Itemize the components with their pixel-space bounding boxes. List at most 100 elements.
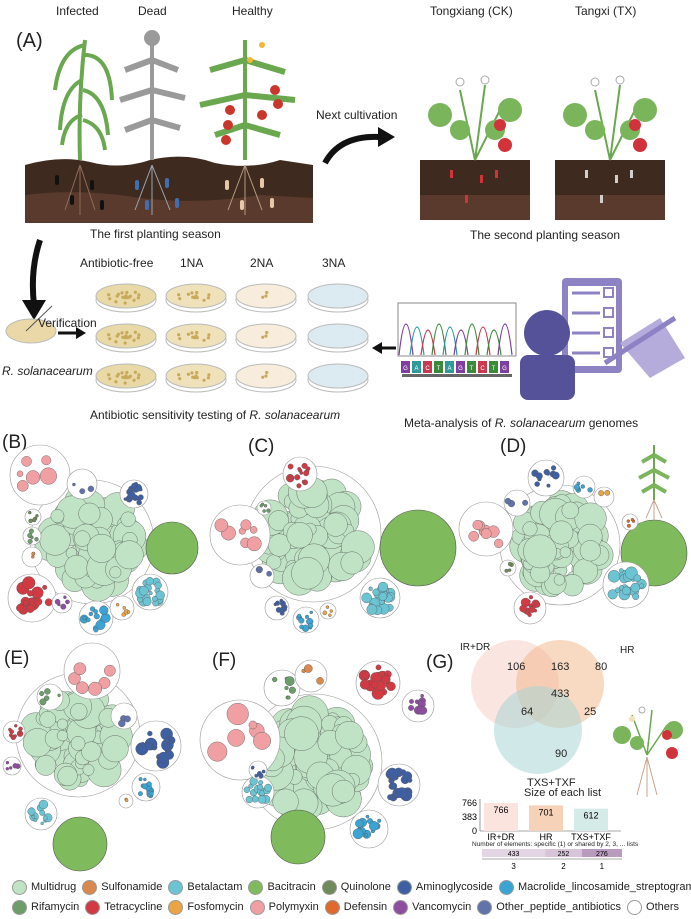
bubble-cluster [51, 592, 73, 614]
plant-label-tongxiang: Tongxiang (CK) [430, 4, 513, 18]
sensitivity-caption-italic: R. solanacearum [249, 408, 341, 422]
bubble [494, 538, 504, 548]
venn-region-ir-txs: 64 [521, 706, 534, 718]
bubble [27, 538, 33, 544]
bubble [535, 472, 543, 480]
bubble [257, 795, 267, 804]
bubble [257, 566, 262, 571]
bubble [363, 833, 369, 838]
bubble [472, 519, 483, 531]
bubble [14, 724, 18, 728]
bubble [74, 530, 91, 547]
bubble [52, 816, 108, 872]
cluster-boundary [24, 508, 42, 526]
shared-bar-segment [482, 849, 546, 857]
bubble [44, 688, 51, 695]
svg-text:G: G [403, 366, 408, 372]
legend-label: Betalactam [187, 881, 243, 893]
sequence-base: C [423, 361, 432, 373]
strain-label: R. solanacearum [2, 364, 93, 378]
bubble [22, 600, 29, 607]
bubble-cluster [9, 444, 71, 506]
antibiotic-plates-grid [95, 283, 369, 393]
bubble [240, 519, 252, 531]
bubble [17, 731, 21, 735]
bubble [546, 483, 551, 488]
bubble [138, 585, 149, 596]
bubble [381, 674, 391, 684]
bubble [409, 699, 414, 704]
bubble [418, 706, 428, 715]
legend-swatch-icon [12, 899, 27, 915]
bubble [146, 793, 151, 798]
bubble [263, 504, 268, 508]
bubble [378, 592, 388, 601]
cluster-boundary [2, 720, 26, 744]
sensitivity-caption-prefix: Antibiotic sensitivity testing of [90, 408, 250, 422]
legend-item: Polymyxin [249, 899, 319, 915]
petri-dish-icon [235, 283, 297, 313]
bubble [368, 821, 379, 831]
shared-bar-value: 276 [596, 851, 608, 858]
bubble [587, 487, 593, 493]
bubble-cluster [209, 504, 271, 566]
right-arrow-icon [58, 327, 86, 339]
bubble [243, 786, 251, 793]
svg-text:C: C [480, 366, 485, 372]
tomato-plant-icon [638, 445, 670, 520]
x-tick-label: IR+DR [487, 832, 515, 842]
bubble-cluster [22, 526, 42, 546]
bubble-cluster [241, 775, 275, 809]
bubble [316, 677, 324, 685]
bubble [93, 627, 99, 633]
bubble-cluster [131, 573, 169, 611]
sequence-base: C [478, 361, 487, 373]
bubble [227, 729, 245, 747]
left-arrow-icon [372, 342, 396, 354]
bubble-cluster [2, 756, 22, 776]
bubble [480, 528, 492, 540]
bubble [355, 819, 364, 828]
bubble [8, 766, 13, 770]
legend-item: Aminoglycoside [396, 879, 493, 895]
bubble-cluster [458, 501, 514, 557]
sequence-base: A [445, 361, 454, 373]
bubble [39, 467, 57, 485]
bubble [57, 765, 78, 787]
bubble-cluster [130, 720, 182, 772]
legend-swatch-icon [477, 899, 493, 915]
bubble [12, 763, 18, 769]
legend-item: Bacitracin [248, 879, 316, 895]
bubble [246, 536, 262, 552]
bubble [17, 480, 29, 492]
bar-value-label: 766 [493, 805, 508, 815]
petri-dish-icon [165, 323, 227, 353]
bubble [377, 581, 389, 593]
legend-label: Rifamycin [31, 901, 80, 913]
legend-swatch-icon [324, 899, 340, 915]
petri-dish-icon [307, 363, 369, 393]
sequence-base: A [412, 361, 421, 373]
bubble [386, 767, 398, 780]
legend-swatch-icon [12, 879, 27, 895]
legend-label: Quinolone [340, 881, 391, 893]
plant-label-tangxi: Tangxi (TX) [575, 4, 637, 18]
bubble [551, 471, 560, 480]
shared-bar-category: 2 [561, 862, 566, 871]
svg-text:C: C [425, 366, 430, 372]
bubble [407, 777, 413, 783]
bubble [614, 587, 621, 593]
cluster-boundary [66, 468, 98, 500]
bubble [39, 711, 57, 728]
down-arrow-icon [22, 239, 46, 320]
infected-plant-icon [53, 39, 114, 161]
bubble [122, 606, 126, 610]
petri-dish-icon [307, 283, 369, 313]
bubble [38, 799, 49, 810]
bubble [248, 720, 258, 730]
bubble [103, 664, 116, 677]
bubble [396, 787, 408, 799]
bubble-cluster [349, 809, 389, 849]
